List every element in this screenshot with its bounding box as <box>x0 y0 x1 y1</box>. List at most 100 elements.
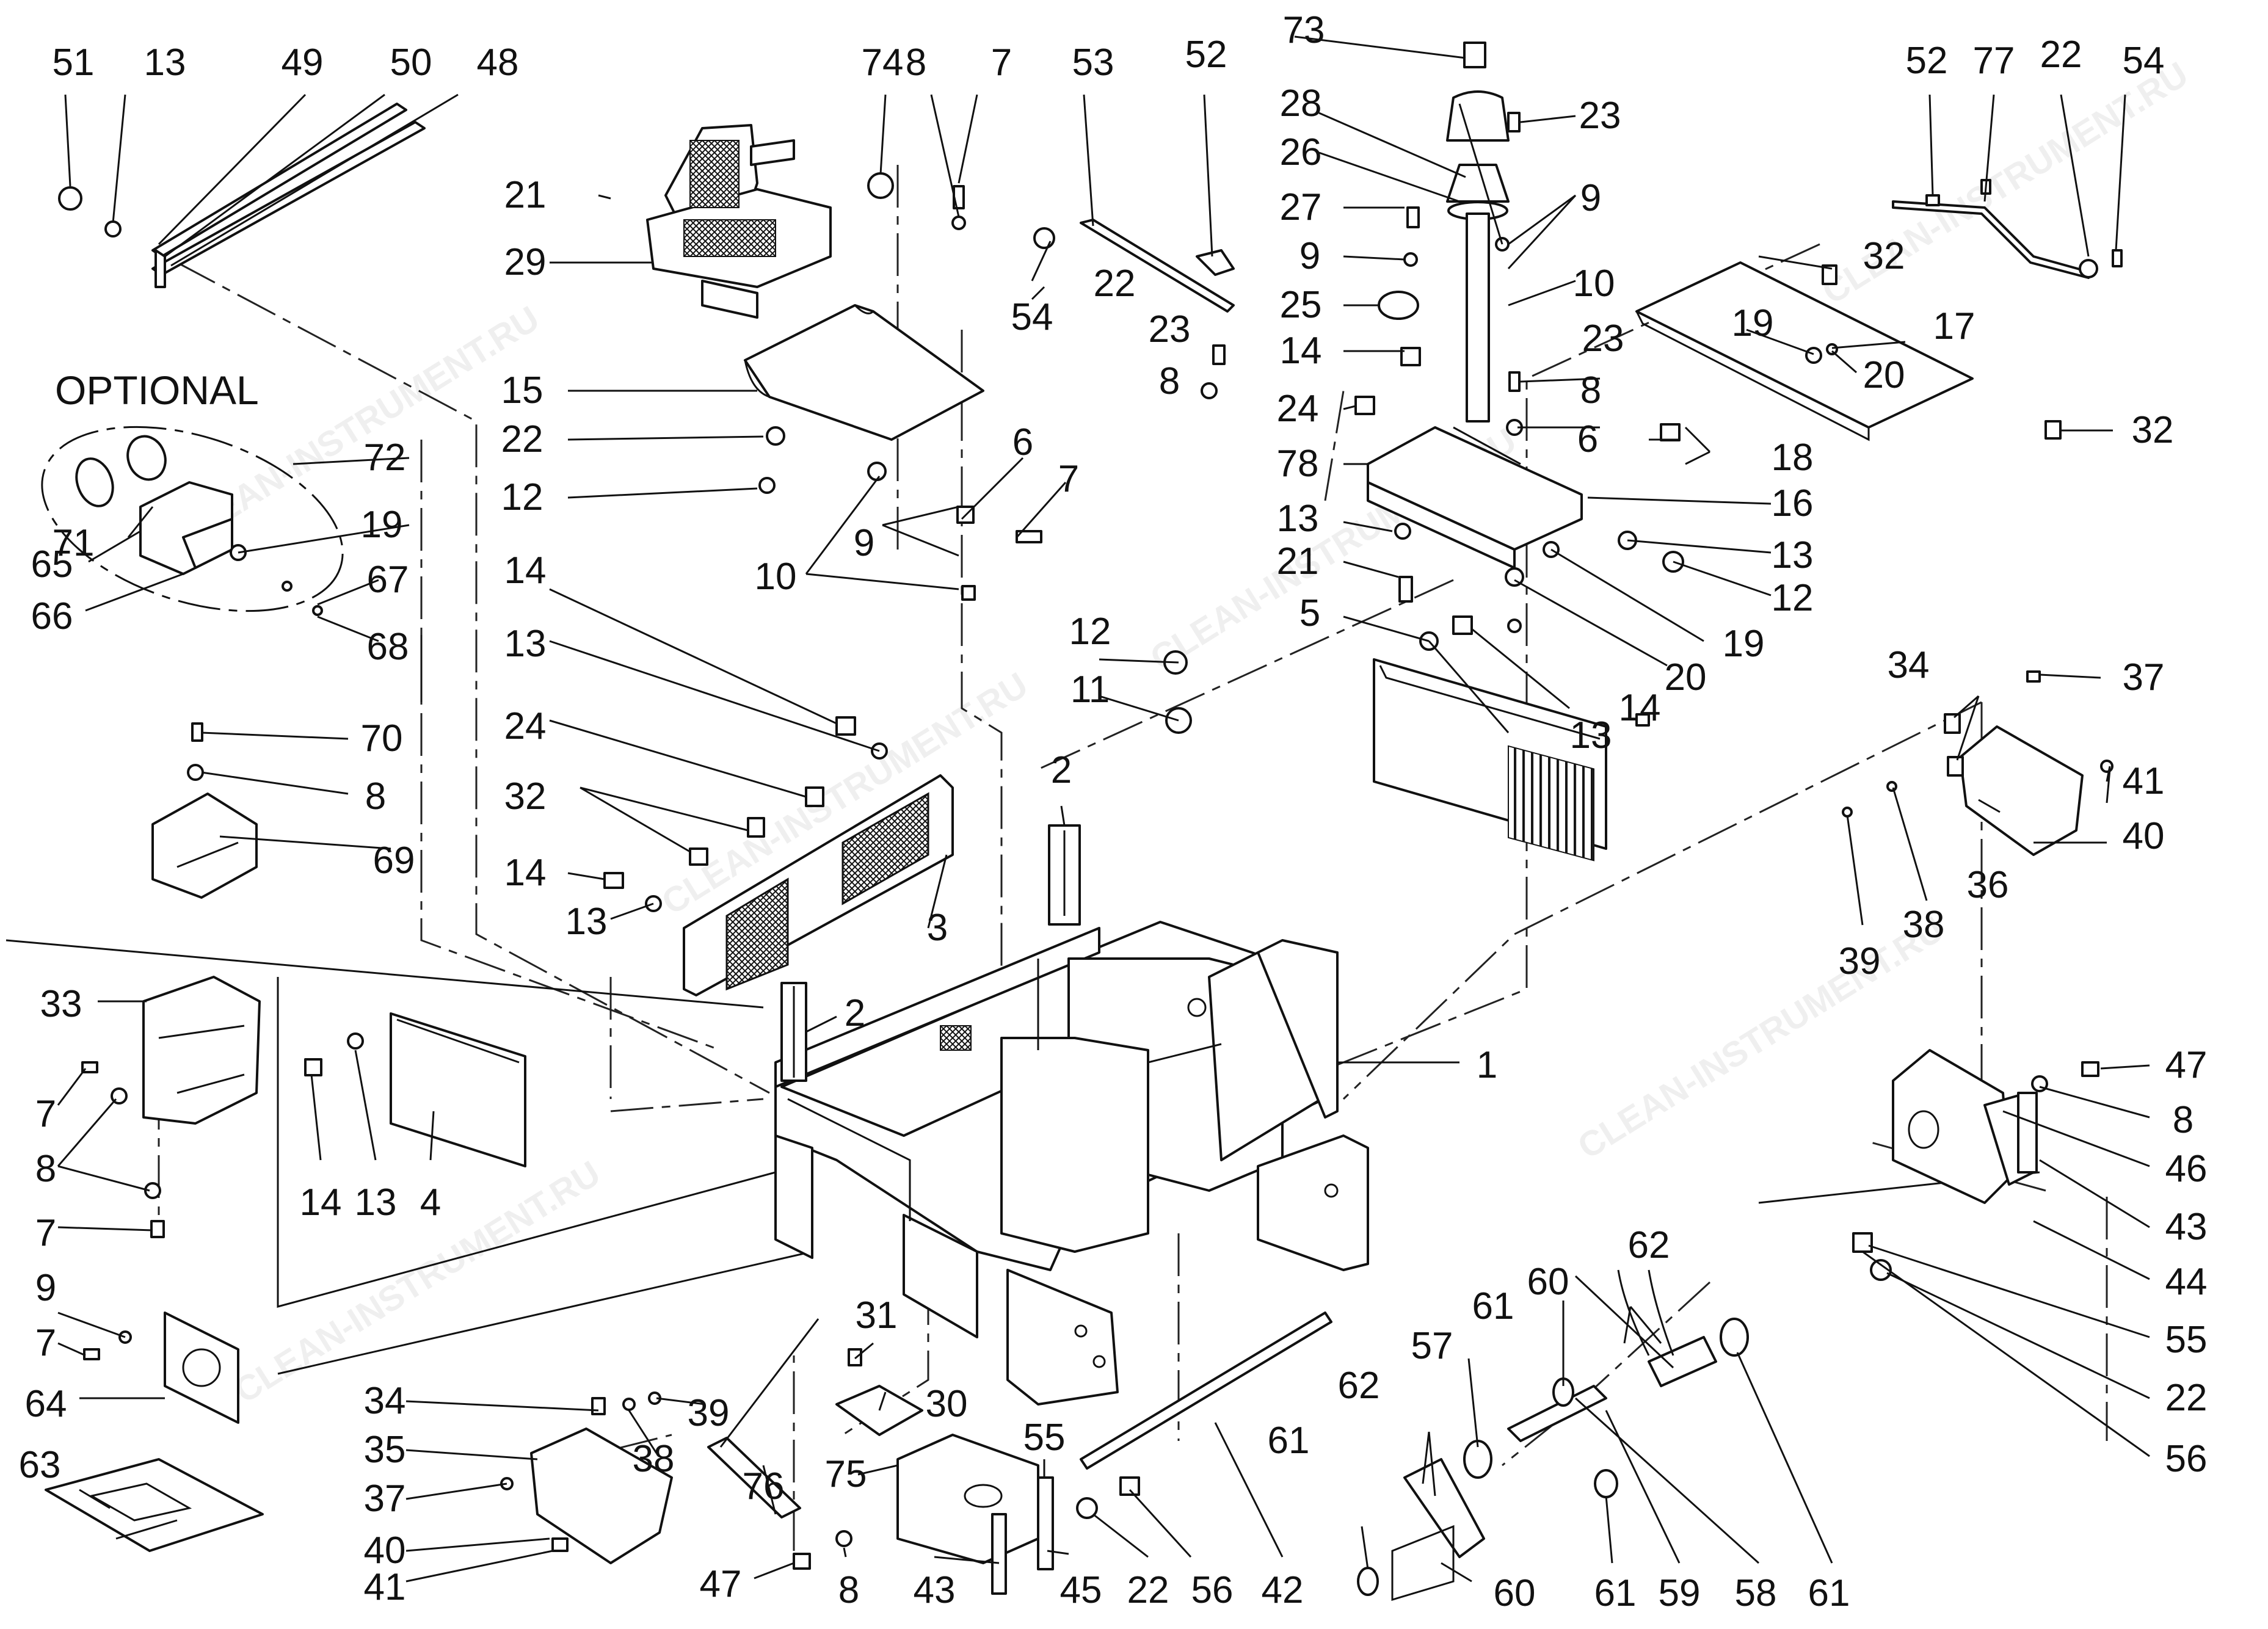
washer-22 <box>1033 227 1055 249</box>
callout-13: 13 <box>144 42 186 84</box>
callout-19: 19 <box>1723 623 1765 665</box>
callout-49: 49 <box>282 42 324 84</box>
washer-22 <box>2079 259 2098 278</box>
callout-45: 45 <box>1060 1569 1102 1611</box>
callout-37: 37 <box>364 1478 406 1520</box>
callout-4: 4 <box>420 1181 441 1224</box>
callout-13: 13 <box>565 901 608 943</box>
callout-43: 43 <box>914 1569 956 1611</box>
callout-43: 43 <box>2165 1206 2208 1248</box>
callout-23: 23 <box>1582 317 1624 360</box>
callout-20: 20 <box>1863 354 1905 396</box>
callout-21: 21 <box>504 174 547 216</box>
callout-9: 9 <box>854 522 874 564</box>
callout-66: 66 <box>31 595 73 637</box>
mat-63 <box>45 1458 264 1552</box>
callout-21: 21 <box>1277 540 1319 582</box>
fender-36 <box>1959 725 2084 856</box>
callout-13: 13 <box>1277 498 1319 540</box>
nut-51 <box>58 186 82 211</box>
rod-53 <box>1080 219 1235 313</box>
callout-14: 14 <box>504 550 547 592</box>
callout-78: 78 <box>1277 443 1319 485</box>
knob-25 <box>1378 291 1419 320</box>
rear-plate-17 <box>1635 261 1974 441</box>
callout-22: 22 <box>501 418 543 460</box>
seat-plate-15 <box>744 304 984 441</box>
callout-54: 54 <box>1011 296 1053 338</box>
callout-6: 6 <box>1577 418 1598 460</box>
pillar-2-lower <box>780 982 807 1082</box>
callout-52: 52 <box>1906 40 1948 82</box>
callout-33: 33 <box>40 983 82 1025</box>
callout-41: 41 <box>2123 760 2165 802</box>
bracket-69 <box>151 793 258 899</box>
callout-63: 63 <box>19 1444 61 1486</box>
callout-5: 5 <box>1299 592 1320 634</box>
callout-13: 13 <box>504 623 547 665</box>
callout-34: 34 <box>1888 644 1930 686</box>
callout-23: 23 <box>1579 95 1621 137</box>
callout-24: 24 <box>504 705 547 747</box>
callout-37: 37 <box>2123 656 2165 698</box>
callout-2: 2 <box>1051 749 1072 791</box>
callout-69: 69 <box>373 840 415 882</box>
callout-48: 48 <box>477 42 519 84</box>
cover-33 <box>142 976 261 1125</box>
callout-19: 19 <box>1732 302 1774 344</box>
callout-13: 13 <box>355 1181 397 1224</box>
callout-labels: 51 13 49 50 48 74 8 7 53 52 73 28 26 23 … <box>19 9 2208 1614</box>
callout-47: 47 <box>700 1563 742 1605</box>
callout-32: 32 <box>2132 409 2174 451</box>
callout-71: 71 <box>53 522 95 564</box>
callout-13: 13 <box>1772 534 1814 576</box>
side-panel-5 <box>1373 658 1607 862</box>
fender-35 <box>530 1428 673 1564</box>
callout-8: 8 <box>838 1569 859 1611</box>
callout-42: 42 <box>1262 1569 1304 1611</box>
cover-4 <box>390 1012 526 1167</box>
optional-group-outline <box>41 426 344 612</box>
callout-12: 12 <box>501 476 543 518</box>
callout-7: 7 <box>35 1093 56 1135</box>
callout-10: 10 <box>755 556 797 598</box>
callout-15: 15 <box>501 369 543 412</box>
callout-64: 64 <box>25 1383 67 1425</box>
leader-lines <box>57 35 2150 1583</box>
callout-7: 7 <box>35 1212 56 1254</box>
fender-75 <box>896 1434 1039 1564</box>
callout-76: 76 <box>743 1465 785 1507</box>
callout-40: 40 <box>364 1529 406 1572</box>
callout-20: 20 <box>1665 656 1707 698</box>
callout-9: 9 <box>1580 177 1601 219</box>
callout-77: 77 <box>1973 40 2015 82</box>
callout-52: 52 <box>1185 34 1227 76</box>
main-frame <box>774 921 1369 1406</box>
console-16 <box>1367 426 1583 569</box>
callout-40: 40 <box>2123 815 2165 857</box>
bracket-55 <box>1037 1476 1054 1570</box>
callout-61: 61 <box>1268 1420 1310 1462</box>
callout-1: 1 <box>1477 1044 1497 1086</box>
callout-22: 22 <box>1094 263 1136 305</box>
callout-62: 62 <box>1338 1365 1380 1407</box>
callout-57: 57 <box>1411 1325 1453 1367</box>
callout-44: 44 <box>2165 1261 2208 1303</box>
callout-31: 31 <box>856 1294 898 1337</box>
callout-27: 27 <box>1280 186 1322 228</box>
callout-19: 19 <box>361 504 403 546</box>
callout-11: 11 <box>1070 669 1110 711</box>
callout-8: 8 <box>906 42 926 84</box>
callout-9: 9 <box>1299 235 1320 277</box>
bar-43 <box>991 1513 1007 1595</box>
callout-70: 70 <box>361 717 403 760</box>
callout-39: 39 <box>1839 940 1881 982</box>
callout-14: 14 <box>1280 330 1322 372</box>
callout-38: 38 <box>1903 904 1945 946</box>
callout-41: 41 <box>364 1566 406 1608</box>
optional-label: OPTIONAL <box>55 368 259 413</box>
callout-67: 67 <box>367 559 409 601</box>
callout-58: 58 <box>1735 1572 1777 1614</box>
callout-8: 8 <box>365 775 386 818</box>
